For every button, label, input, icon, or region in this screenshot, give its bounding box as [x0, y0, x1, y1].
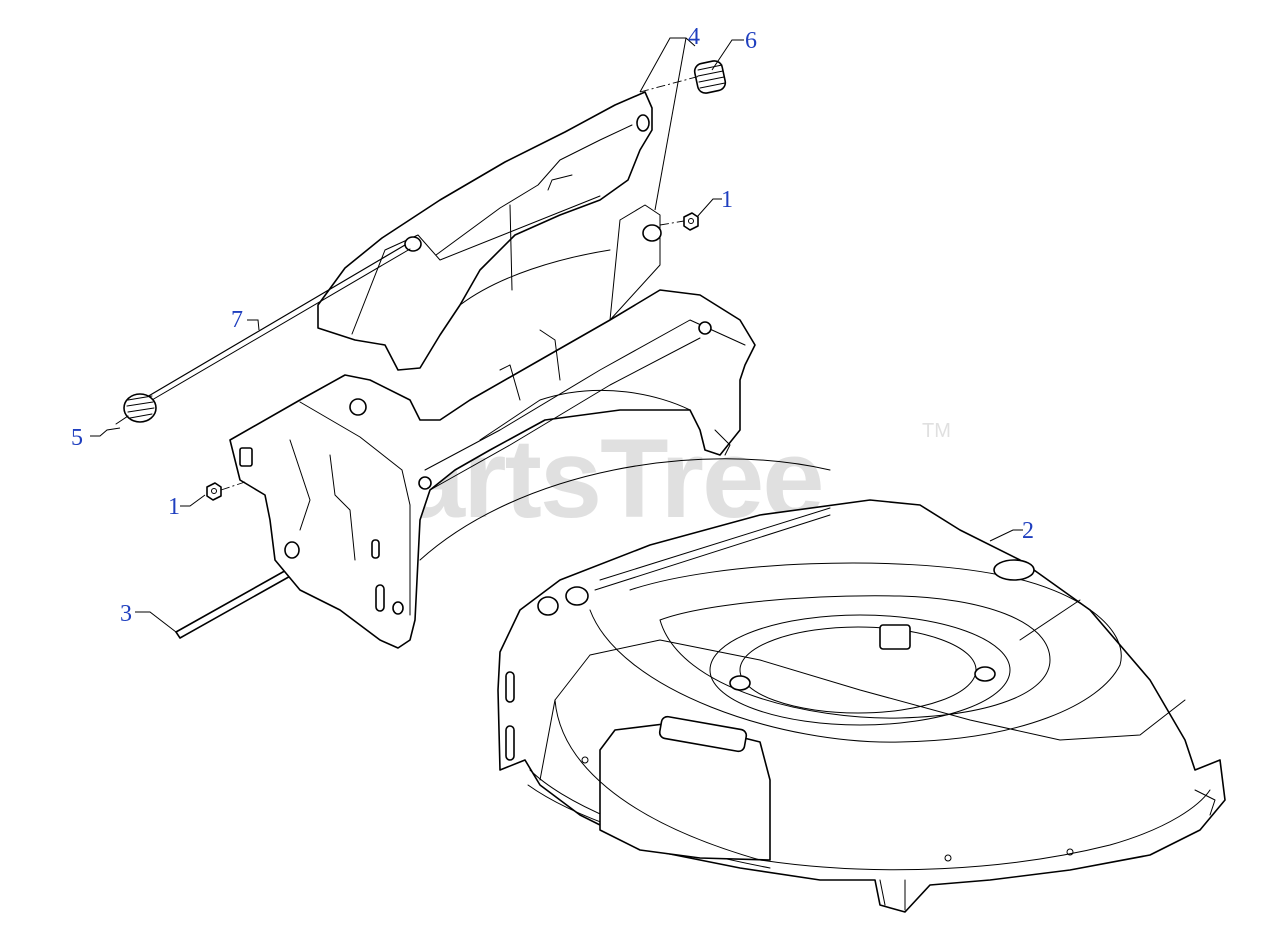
hinge-rod-part[interactable] — [134, 244, 411, 408]
callout-6: 6 — [745, 28, 757, 54]
rear-housing — [229, 204, 831, 649]
rear-flap-part[interactable] — [317, 91, 653, 371]
hinge-pin-part[interactable] — [175, 567, 295, 639]
watermark-trademark: TM — [922, 420, 951, 442]
rod-spring-part[interactable] — [115, 393, 157, 425]
callout-1-lower: 1 — [168, 494, 180, 520]
dash-lines — [220, 75, 701, 491]
torsion-spring-part[interactable] — [693, 59, 727, 94]
callout-labels: 4 6 1 7 5 1 3 2 — [71, 24, 1034, 627]
callout-3: 3 — [120, 601, 132, 627]
nut-part-lower[interactable] — [206, 482, 222, 501]
nut-part-upper[interactable] — [683, 212, 699, 231]
callout-7: 7 — [231, 307, 243, 333]
callout-4: 4 — [688, 24, 700, 50]
callout-2: 2 — [1022, 518, 1034, 544]
callout-1-upper: 1 — [721, 187, 733, 213]
leader-lines — [90, 37, 1023, 633]
mower-deck-part[interactable] — [497, 499, 1226, 913]
callout-5: 5 — [71, 425, 83, 451]
